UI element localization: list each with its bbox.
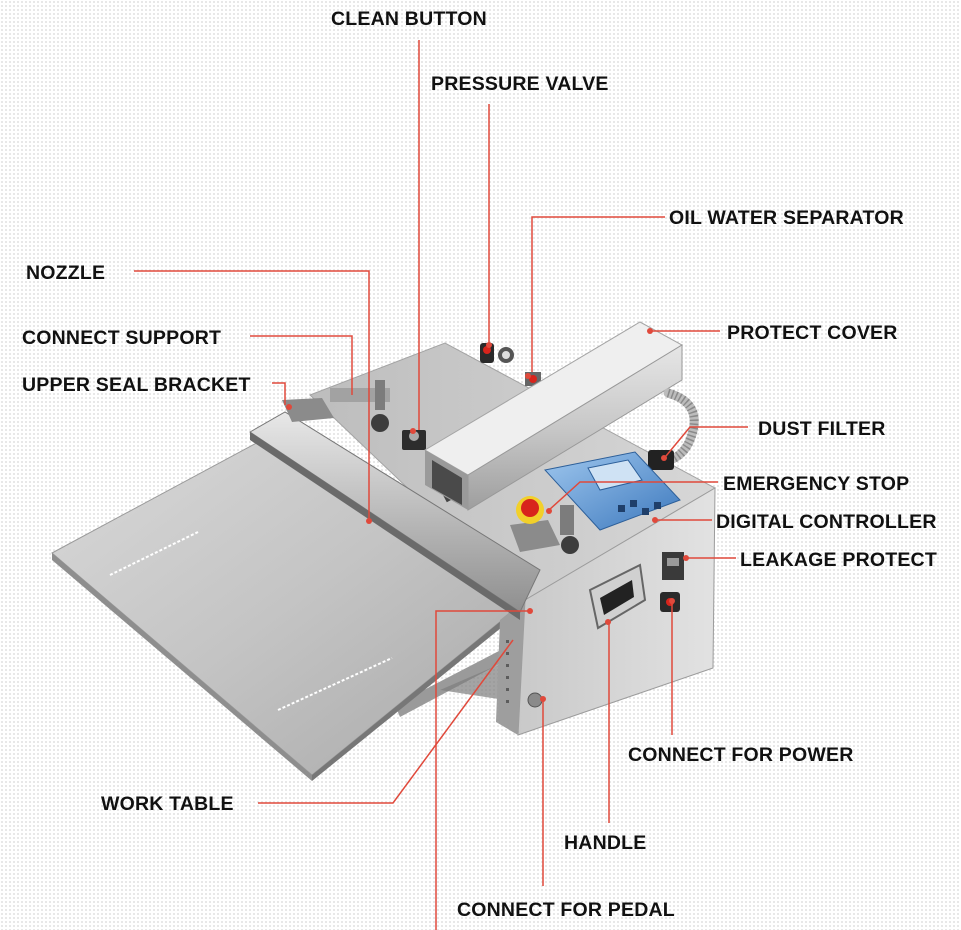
dust-filter-part [648,450,674,470]
leader-oil-water-separator [531,216,665,372]
handle-part [588,563,647,630]
label-nozzle: NOZZLE [26,262,105,284]
leader-connect-support [250,335,353,395]
table-reflection-1 [109,531,199,576]
pedal-connector-part [527,692,543,708]
leader-work-table [258,639,514,804]
table-support-brace [440,662,505,700]
label-connect-support: CONNECT SUPPORT [22,327,221,349]
callout-dots [286,328,689,702]
label-dust-filter: DUST FILTER [758,418,886,440]
label-emergency-stop: EMERGENCY STOP [723,473,909,495]
vacuum-sealer-illustration [51,321,717,781]
leader-emergency-stop [548,481,718,511]
machine-side-panel [496,600,525,735]
part-labels: CLEAN BUTTON PRESSURE VALVE OIL WATER SE… [22,8,937,921]
seal-bracket-right [510,520,560,552]
label-handle: HANDLE [564,832,646,854]
label-connect-for-pedal: CONNECT FOR PEDAL [457,899,675,921]
seal-bracket-left [282,398,334,422]
dust-filter-hose-rings [663,388,699,467]
label-connect-for-power: CONNECT FOR POWER [628,744,853,766]
table-support-leg [395,640,522,717]
label-protect-cover: PROTECT COVER [727,322,898,344]
protect-cover-part [424,321,683,511]
table-reflection-2 [277,657,393,711]
work-table-edge [52,553,312,781]
label-digital-controller: DIGITAL CONTROLLER [716,511,937,533]
work-table-front-edge [312,612,512,781]
leader-upper-seal-bracket [272,382,286,405]
connect-support-posts [330,380,579,554]
side-vent-holes [506,640,509,703]
leader-dust-filter [665,426,748,457]
leader-lines [134,40,748,930]
leader-nozzle [134,270,370,520]
label-pressure-valve: PRESSURE VALVE [431,73,609,95]
label-leakage-protect: LEAKAGE PROTECT [740,549,937,571]
leakage-protect-part [662,552,684,580]
leader-bottom-bracket [435,610,530,930]
label-clean-button: CLEAN BUTTON [331,8,487,30]
label-oil-water-separator: OIL WATER SEPARATOR [669,207,904,229]
pressure-valve-part [480,343,514,363]
label-upper-seal-bracket: UPPER SEAL BRACKET [22,374,251,396]
emergency-stop-part [516,496,544,524]
label-work-table: WORK TABLE [101,793,234,815]
sealing-bar-edge [250,432,520,620]
